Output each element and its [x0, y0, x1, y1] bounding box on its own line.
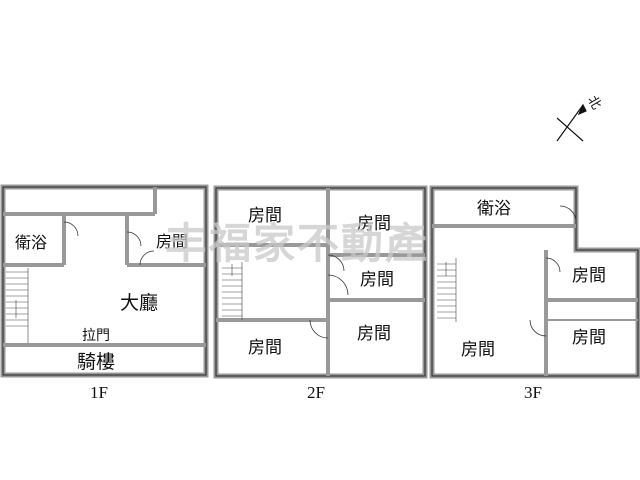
room-2f-bedroom-e: 房間: [360, 270, 394, 290]
room-2f-bedroom-sw: 房間: [248, 338, 282, 358]
room-1f-living: 大廳: [120, 292, 158, 314]
north-label: 北: [584, 94, 603, 113]
room-2f-bedroom-se: 房間: [357, 324, 391, 344]
floor-1f-label: 1F: [90, 383, 108, 402]
room-2f-bedroom-ne: 房間: [357, 214, 391, 234]
floor-3f: [429, 185, 640, 379]
north-arrow-icon: [556, 103, 587, 142]
room-3f-bedroom-sw: 房間: [461, 340, 495, 360]
floor-3f-label: 3F: [524, 383, 542, 402]
room-1f-bedroom: 房間: [156, 232, 188, 251]
room-1f-arcade: 騎樓: [77, 351, 115, 373]
room-2f-bedroom-nw: 房間: [248, 206, 282, 226]
floor-2f: [213, 185, 428, 379]
room-1f-sliding-door: 拉門: [82, 328, 110, 344]
floor-1f: [0, 184, 209, 378]
room-3f-bath: 衛浴: [477, 199, 511, 219]
room-3f-bedroom-se: 房間: [572, 328, 606, 348]
floor-2f-label: 2F: [307, 383, 325, 402]
room-3f-bedroom-e: 房間: [572, 266, 606, 286]
room-1f-bath: 衛浴: [15, 233, 47, 252]
watermark: 丰福家不動產: [165, 219, 429, 268]
